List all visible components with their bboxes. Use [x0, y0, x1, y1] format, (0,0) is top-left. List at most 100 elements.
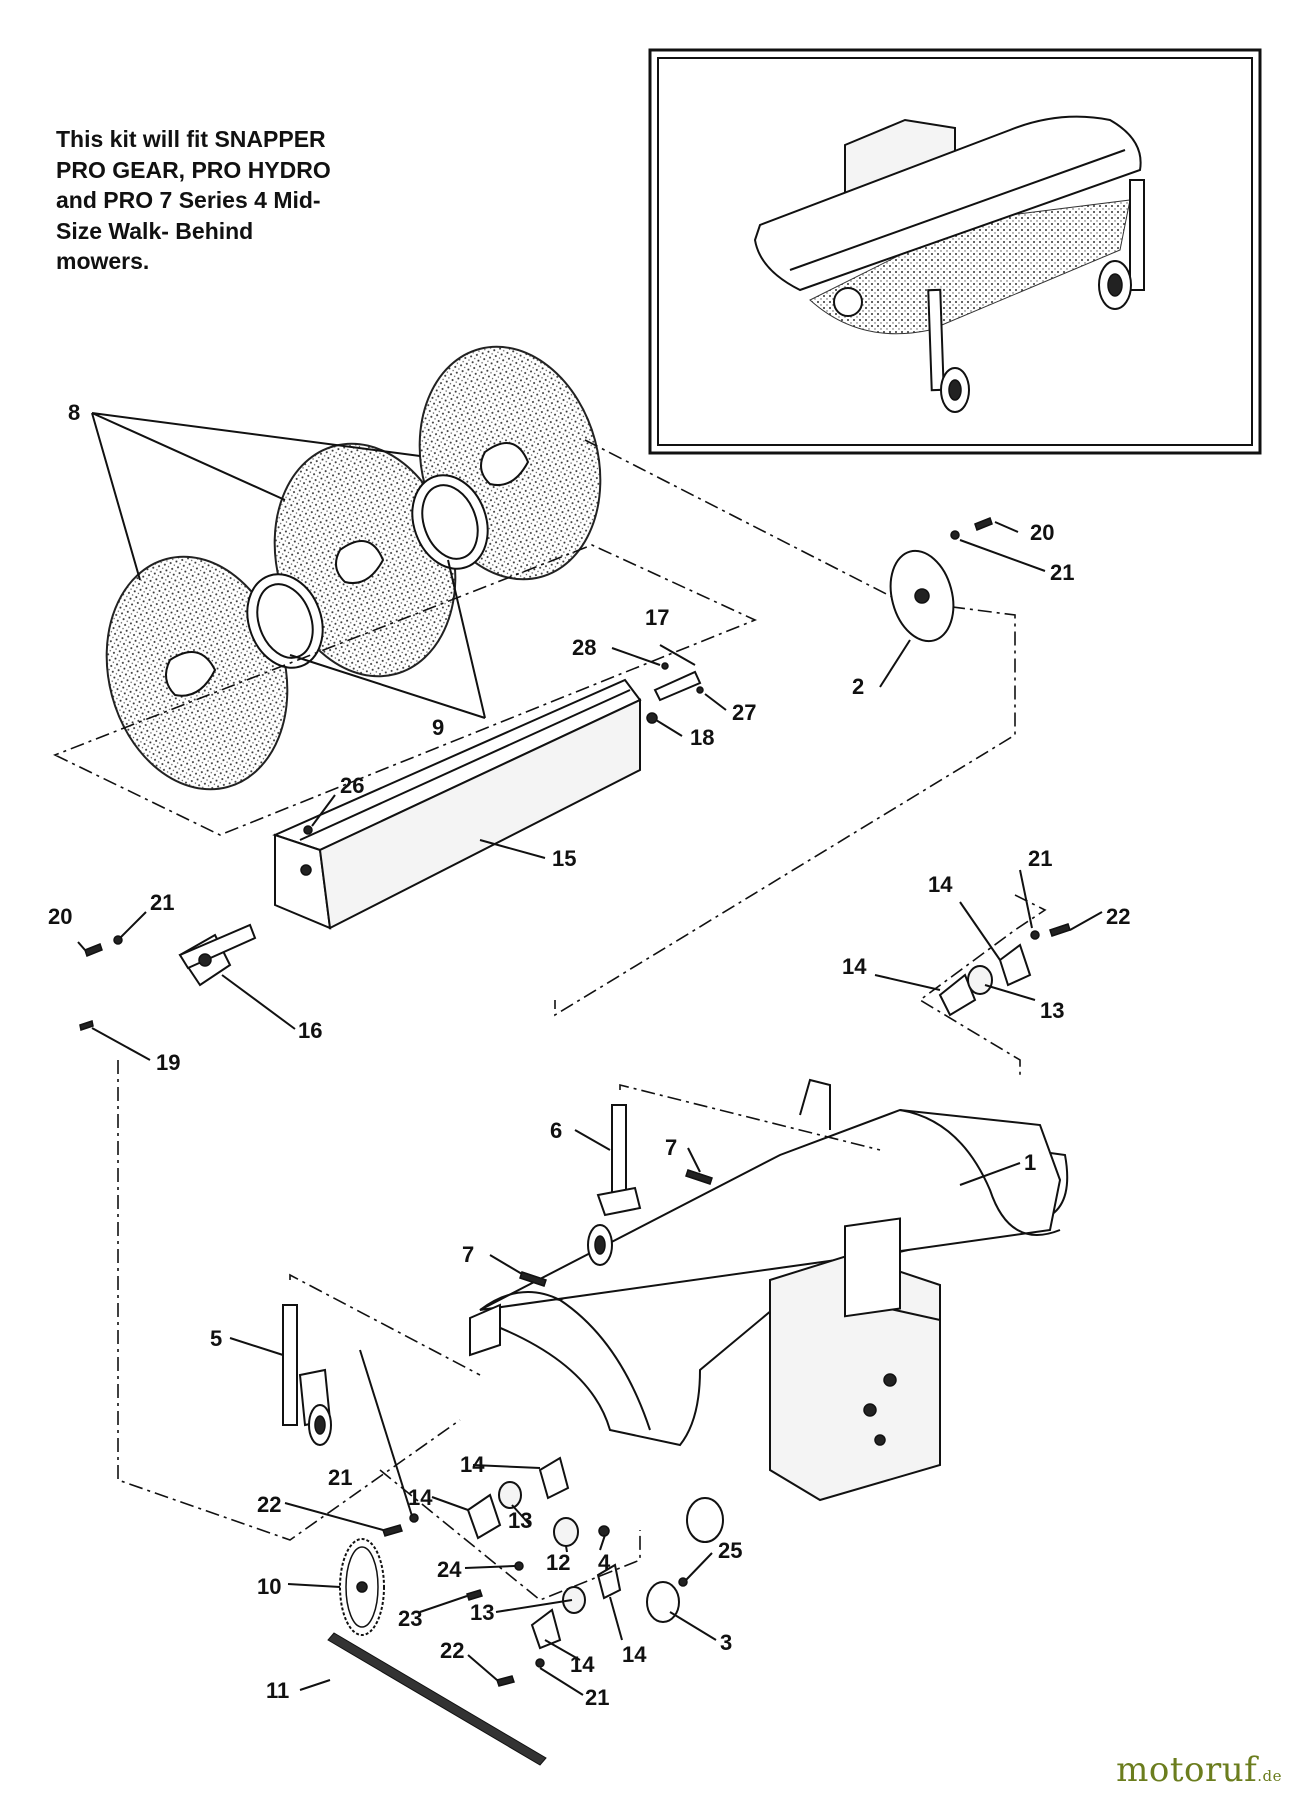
hood-right-curve — [899, 1109, 1061, 1236]
leader-2 — [879, 639, 911, 688]
housing-shaft-bore — [686, 1497, 724, 1543]
leader-13-lower-a — [511, 1504, 531, 1526]
inset-brush — [809, 199, 1131, 335]
drive-chain-11 — [327, 1632, 547, 1766]
nut-26 — [303, 825, 313, 835]
leader-5 — [229, 1337, 284, 1356]
leader-16 — [221, 974, 296, 1030]
brush-assembly-path — [53, 544, 758, 836]
callout-11: 11 — [266, 1678, 289, 1703]
lower-drive-path — [379, 1469, 641, 1601]
housing-left-end — [469, 1303, 501, 1357]
callout-14-right-b: 14 — [928, 872, 953, 897]
leader-19 — [91, 1027, 151, 1061]
callout-12: 12 — [546, 1550, 570, 1575]
caster-leg-6 — [587, 1104, 642, 1266]
leader-14-right-b — [959, 901, 1001, 961]
spacer-ring-1 — [246, 573, 324, 669]
gearbox-bolt-a — [863, 1403, 877, 1417]
leader-4 — [599, 1534, 606, 1551]
leader-3 — [669, 1611, 717, 1641]
inset-hood — [753, 115, 1142, 292]
note-line: Size Walk- Behind — [56, 217, 254, 244]
leader-13-lower-b — [495, 1599, 573, 1613]
callout-numbers: 8 20 21 17 28 27 18 2 9 26 15 21 14 22 2… — [48, 400, 1130, 1710]
caster-6-path — [619, 1083, 881, 1151]
bolt-23 — [466, 1589, 483, 1601]
callout-18: 18 — [690, 725, 714, 750]
bearing-13-lower-b — [562, 1586, 586, 1614]
callout-8: 8 — [68, 400, 80, 425]
caster-leg-5-post — [282, 1304, 298, 1426]
leader-14-lower-c — [609, 1596, 623, 1641]
callout-13-lower-b: 13 — [470, 1600, 494, 1625]
leader-8 — [91, 412, 421, 581]
shaft-tube — [272, 678, 642, 930]
callout-7-upper: 7 — [665, 1135, 677, 1160]
callout-14-lower-a: 14 — [408, 1485, 433, 1510]
callout-24: 24 — [437, 1557, 462, 1582]
bolt-20-top — [974, 517, 993, 531]
inset-left-leg — [927, 288, 945, 392]
leader-15 — [479, 839, 546, 859]
gearbox-plate — [844, 1217, 901, 1318]
gearbox-bolt-c — [874, 1434, 886, 1446]
callout-21-lower: 21 — [328, 1465, 352, 1490]
leader-25 — [685, 1552, 713, 1581]
watermark-tld: .de — [1257, 1767, 1282, 1785]
callout-28: 28 — [572, 635, 596, 660]
bearing-12 — [553, 1517, 579, 1547]
roll-pin-27 — [696, 686, 704, 694]
leader-14-lower-d — [544, 1639, 581, 1661]
callout-19: 19 — [156, 1050, 180, 1075]
callout-5: 5 — [210, 1326, 222, 1351]
leader-6 — [574, 1129, 611, 1151]
lower-drive-group — [327, 1456, 688, 1766]
end-plate-2 — [889, 549, 955, 643]
inset-hub — [833, 287, 863, 317]
leader-21-lower — [359, 1349, 413, 1517]
callout-25: 25 — [718, 1538, 742, 1563]
drive-pin-17 — [653, 670, 702, 702]
flange-14-right-a — [938, 973, 977, 1017]
leader-21-bottom — [539, 1667, 584, 1696]
note-line: PRO GEAR, PRO HYDRO — [56, 156, 331, 183]
bolt-20-left — [84, 943, 103, 957]
flange-14-lower-b — [538, 1456, 570, 1500]
leader-9 — [289, 559, 486, 719]
leader-13-right — [984, 984, 1036, 1001]
leader-22-lower — [284, 1502, 384, 1531]
leader-7-lower — [489, 1254, 523, 1275]
callout-7-lower: 7 — [462, 1242, 474, 1267]
bearing-13-lower-a — [498, 1481, 522, 1509]
brush-disc-3-hub — [480, 442, 530, 486]
assembled-sweeper-inset — [648, 48, 1262, 455]
key-19 — [79, 1020, 94, 1031]
pin-7-upper — [685, 1169, 713, 1185]
note-line: and PRO 7 Series 4 Mid- — [56, 187, 321, 213]
caster-5-path — [289, 1273, 481, 1376]
roll-pin-28 — [661, 662, 669, 670]
housing-rear-bracket — [799, 1078, 831, 1130]
callout-15: 15 — [552, 846, 576, 871]
brush-disc-1-hub — [165, 651, 217, 697]
callout-16: 16 — [298, 1018, 322, 1043]
callout-22-bottom: 22 — [440, 1638, 464, 1663]
brush-disc-2-hub — [335, 540, 385, 584]
left-drive-path — [117, 1060, 461, 1541]
nut-25 — [678, 1577, 688, 1587]
hood-left-curve — [479, 1291, 651, 1431]
callout-27: 27 — [732, 700, 756, 725]
shaft-tube-side — [318, 698, 641, 930]
flange-14-lower-c — [596, 1563, 622, 1600]
callout-20-left: 20 — [48, 904, 72, 929]
leader-20-left — [77, 941, 86, 951]
callout-3: 3 — [720, 1630, 732, 1655]
leader-14-right-a — [874, 974, 941, 991]
shaft-tube-hole — [300, 864, 312, 876]
caster-wheel-6-hub — [594, 1235, 606, 1255]
spacer-ring-group — [246, 474, 489, 669]
flange-14-lower-a — [466, 1493, 502, 1540]
watermark-brand: motoruf — [1116, 1750, 1258, 1790]
leader-11 — [299, 1679, 331, 1691]
